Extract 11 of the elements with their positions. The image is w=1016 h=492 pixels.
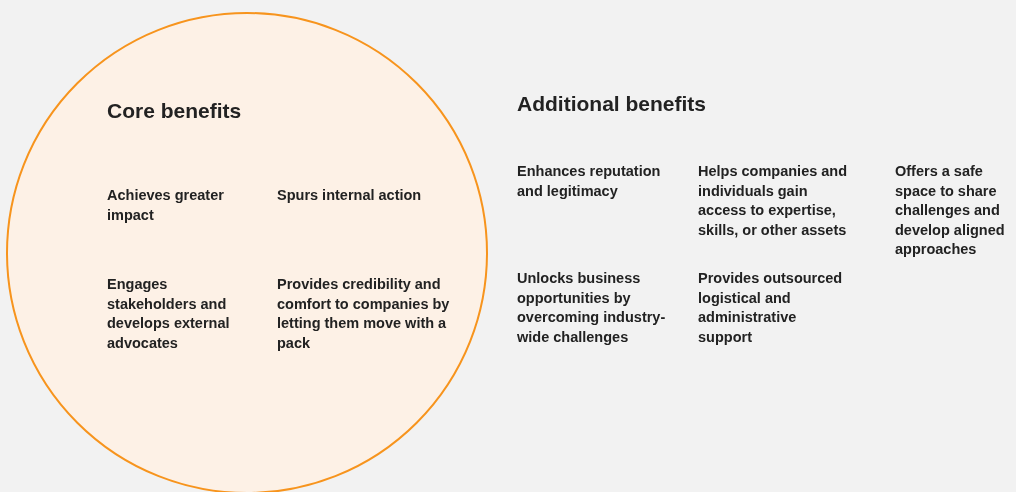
benefit-text: Provides outsourced logistical and administrative support	[698, 269, 844, 347]
benefit-text: Offers a safe space to share challenges and develop aligned approaches	[895, 162, 1006, 259]
benefit-text: Provides credibility and comfort to companies by letting them move with a pack	[277, 275, 451, 353]
benefit-text: Engages stakeholders and develops external advocates	[107, 275, 231, 353]
heading: Additional benefits	[517, 91, 706, 117]
benefit-text: Spurs internal action	[277, 186, 423, 205]
benefit-text: Enhances reputation and legitimacy	[517, 162, 662, 201]
benefit-text: Unlocks business opportunities by overcoming industry-wide challenges	[517, 269, 667, 347]
benefit-text: Achieves greater impact	[107, 186, 225, 225]
benefit-text: Helps companies and individuals gain access to expertise, skills, or other assets	[698, 162, 848, 240]
heading: Core benefits	[107, 98, 242, 124]
